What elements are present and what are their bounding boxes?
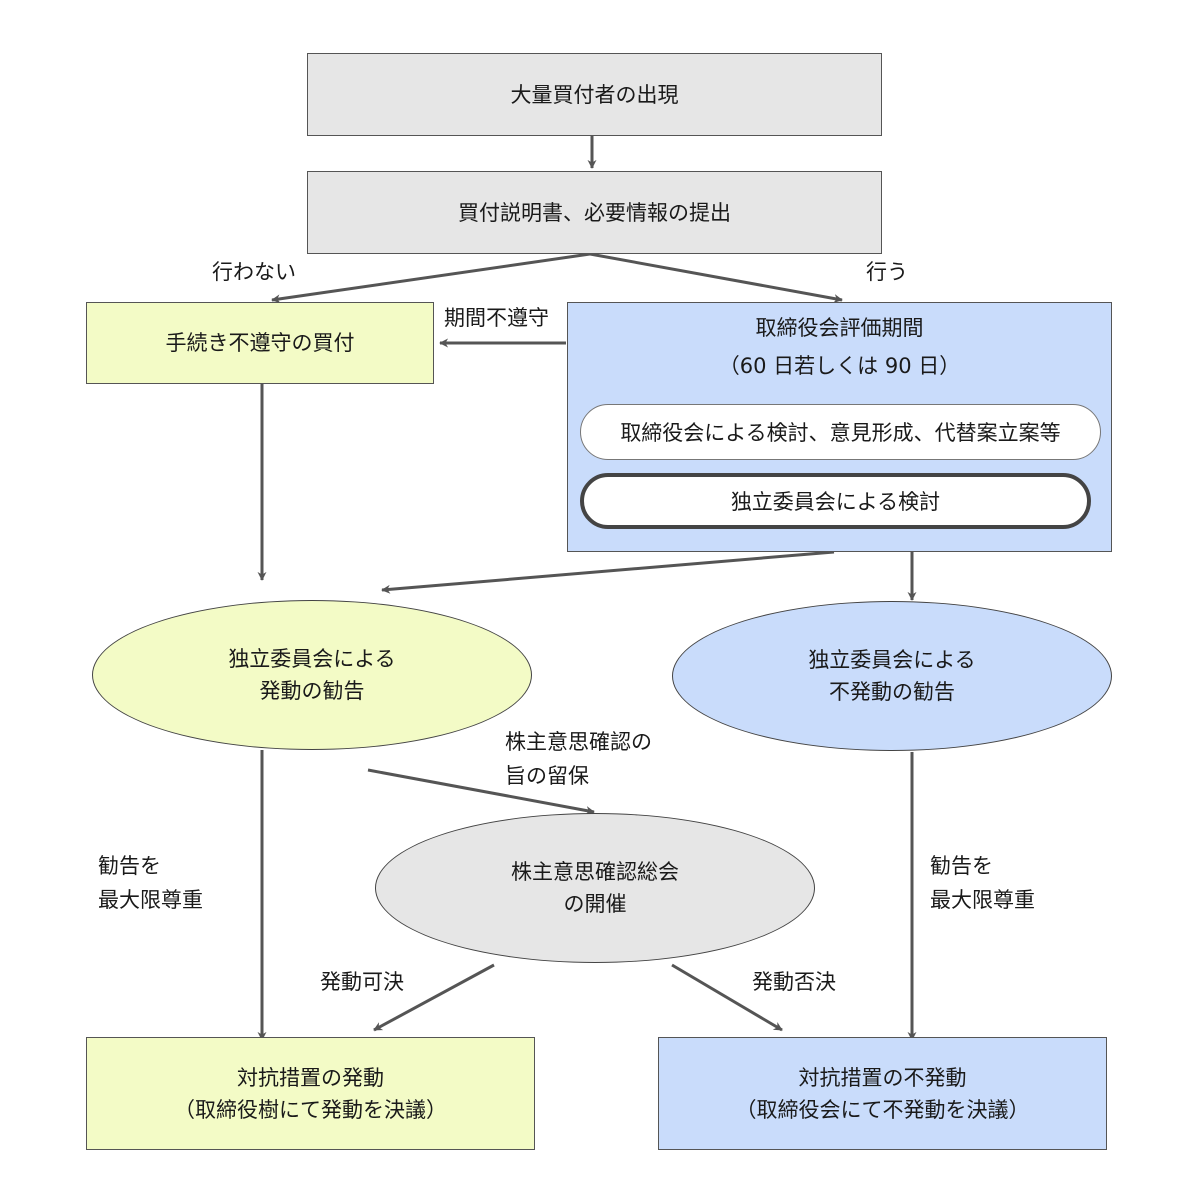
recommend-trigger-line1: 独立委員会による bbox=[228, 647, 396, 671]
node-submission-text: 買付説明書、必要情報の提出 bbox=[458, 200, 731, 225]
edge-submission-to-noncompliant bbox=[271, 252, 591, 304]
evaluation-title-line2: （60 日若しくは 90 日） bbox=[718, 354, 961, 378]
edge-meeting-to-result-trigger bbox=[373, 963, 495, 1032]
label-done: 行う bbox=[866, 260, 908, 284]
node-committee-review: 独立委員会による検討 bbox=[580, 473, 1091, 529]
recommend-trigger-line2: 発動の勧告 bbox=[259, 679, 365, 703]
shareholder-meeting-line2: の開催 bbox=[563, 892, 627, 916]
node-recommend-no-trigger: 独立委員会による 不発動の勧告 bbox=[672, 601, 1112, 751]
node-appearance-text: 大量買付者の出現 bbox=[510, 82, 679, 107]
result-no-trigger-line2: （取締役会にて不発動を決議） bbox=[735, 1097, 1030, 1122]
node-noncompliant: 手続き不遵守の買付 bbox=[86, 302, 434, 384]
label-respect-right-line1: 勧告を bbox=[930, 854, 993, 878]
label-respect-right-line2: 最大限尊重 bbox=[930, 888, 1035, 912]
node-result-trigger: 対抗措置の発動 （取締役樹にて発動を決議） bbox=[86, 1037, 535, 1150]
edge-recommend-trigger-to-meeting bbox=[367, 768, 595, 815]
label-respect-left-line1: 勧告を bbox=[98, 854, 161, 878]
node-evaluation-period: 取締役会評価期間 （60 日若しくは 90 日） 取締役会による検討、意見形成、… bbox=[567, 302, 1112, 552]
label-respect-left-line2: 最大限尊重 bbox=[98, 888, 203, 912]
edge-evaluation-to-recommend-trigger bbox=[381, 550, 835, 594]
label-reservation-line1: 株主意思確認の bbox=[505, 730, 652, 754]
node-result-no-trigger: 対抗措置の不発動 （取締役会にて不発動を決議） bbox=[658, 1037, 1107, 1150]
evaluation-title-line1: 取締役会評価期間 bbox=[755, 316, 924, 340]
node-board-review-text: 取締役会による検討、意見形成、代替案立案等 bbox=[620, 421, 1061, 445]
edge-meeting-to-result-no-trigger bbox=[671, 963, 783, 1032]
shareholder-meeting-line1: 株主意思確認総会 bbox=[511, 860, 679, 884]
label-rejected: 発動否決 bbox=[752, 970, 836, 994]
label-period-noncompliance: 期間不遵守 bbox=[444, 306, 549, 330]
recommend-no-trigger-line2: 不発動の勧告 bbox=[829, 680, 955, 704]
node-noncompliant-text: 手続き不遵守の買付 bbox=[165, 331, 355, 355]
node-shareholder-meeting: 株主意思確認総会 の開催 bbox=[375, 813, 815, 963]
label-not-done: 行わない bbox=[212, 260, 296, 284]
node-submission: 買付説明書、必要情報の提出 bbox=[307, 171, 882, 254]
recommend-no-trigger-line1: 独立委員会による bbox=[808, 648, 976, 672]
node-recommend-trigger: 独立委員会による 発動の勧告 bbox=[92, 600, 532, 750]
edge-submission-to-evaluation bbox=[589, 252, 843, 303]
result-trigger-line2: （取締役樹にて発動を決議） bbox=[174, 1097, 447, 1122]
label-approved: 発動可決 bbox=[320, 970, 404, 994]
node-appearance: 大量買付者の出現 bbox=[307, 53, 882, 136]
node-board-review: 取締役会による検討、意見形成、代替案立案等 bbox=[580, 404, 1101, 460]
label-reservation-line2: 旨の留保 bbox=[505, 764, 589, 788]
result-trigger-line1: 対抗措置の発動 bbox=[237, 1065, 384, 1090]
result-no-trigger-line1: 対抗措置の不発動 bbox=[798, 1065, 967, 1090]
node-committee-review-text: 独立委員会による検討 bbox=[730, 490, 941, 514]
